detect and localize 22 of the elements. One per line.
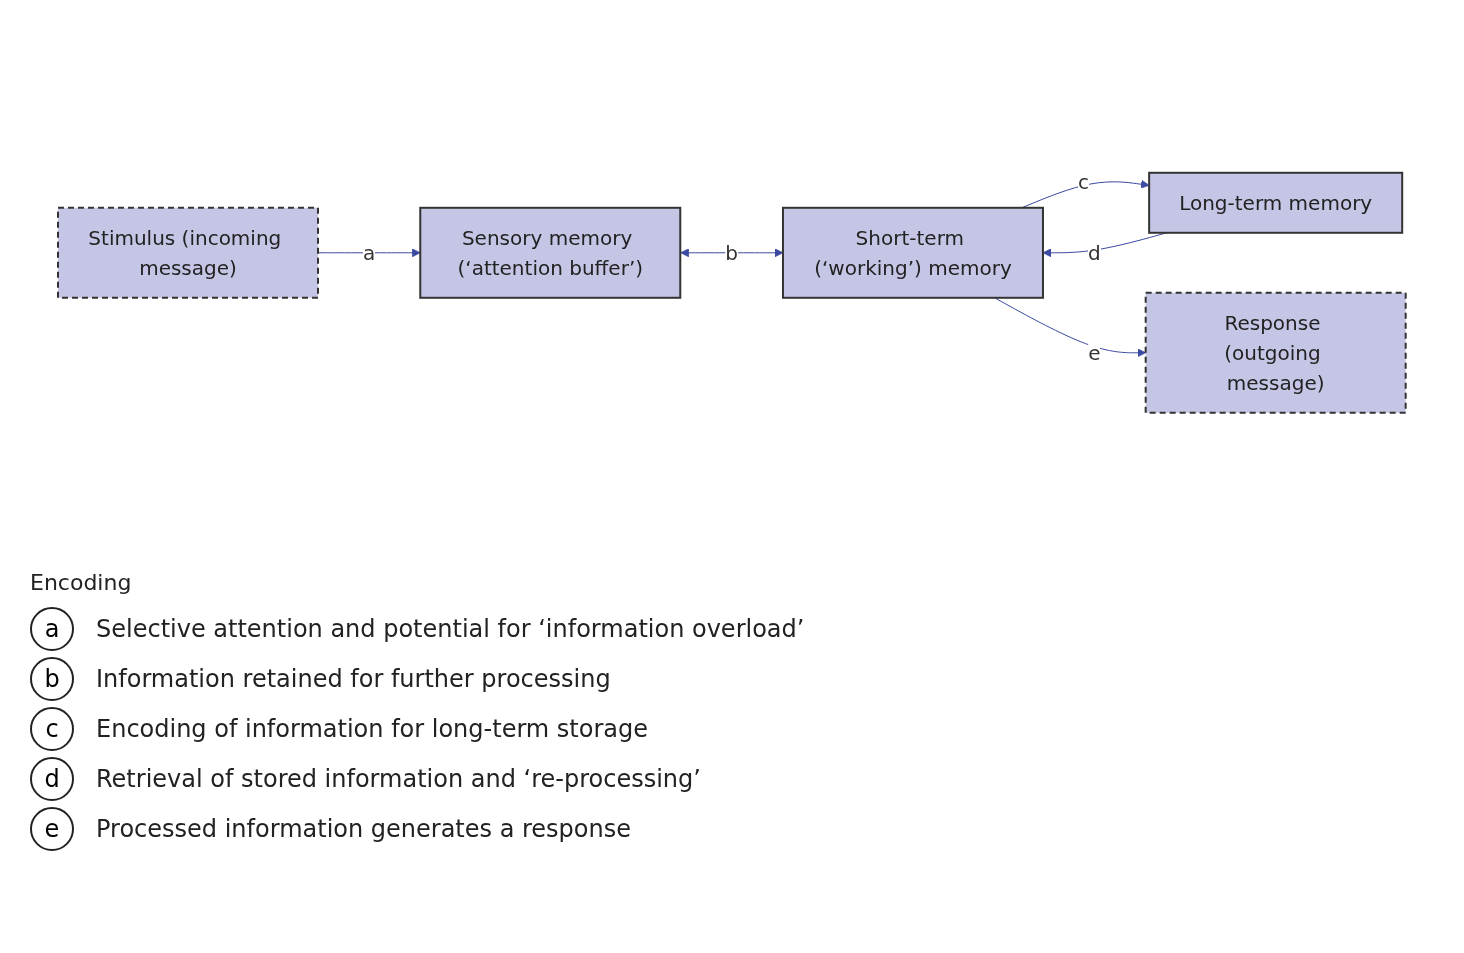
- edge-label: a: [363, 240, 376, 265]
- key-text: Retrieval of stored information and ‘re-processing’: [96, 765, 701, 793]
- key-text: Selective attention and potential for ‘information overload’: [96, 615, 805, 643]
- key-text: Encoding of information for long-term storage: [96, 715, 649, 743]
- edge-label: e: [1088, 340, 1101, 365]
- key-text: Processed information generates a response: [96, 815, 632, 843]
- callout-letter: a: [30, 607, 74, 651]
- node-box: Response (outgoing message): [1144, 291, 1407, 414]
- edge-label: d: [1088, 240, 1101, 265]
- node-box: Stimulus (incoming message): [57, 206, 320, 299]
- callout-letter: c: [30, 707, 74, 751]
- callout-letter: d: [30, 757, 74, 801]
- note-text: Encoding: [30, 570, 132, 595]
- arrow: [680, 248, 784, 258]
- key-text: Information retained for further processing: [96, 665, 611, 693]
- node-box: Sensory memory (‘attention buffer’): [419, 206, 682, 299]
- edge-label: b: [725, 240, 739, 265]
- callout-letter: b: [30, 657, 74, 701]
- callout-letter: e: [30, 807, 74, 851]
- edge-label: c: [1078, 170, 1090, 195]
- node-box: Short-term (‘working’) memory: [782, 206, 1045, 299]
- node-box: Long-term memory: [1148, 171, 1404, 234]
